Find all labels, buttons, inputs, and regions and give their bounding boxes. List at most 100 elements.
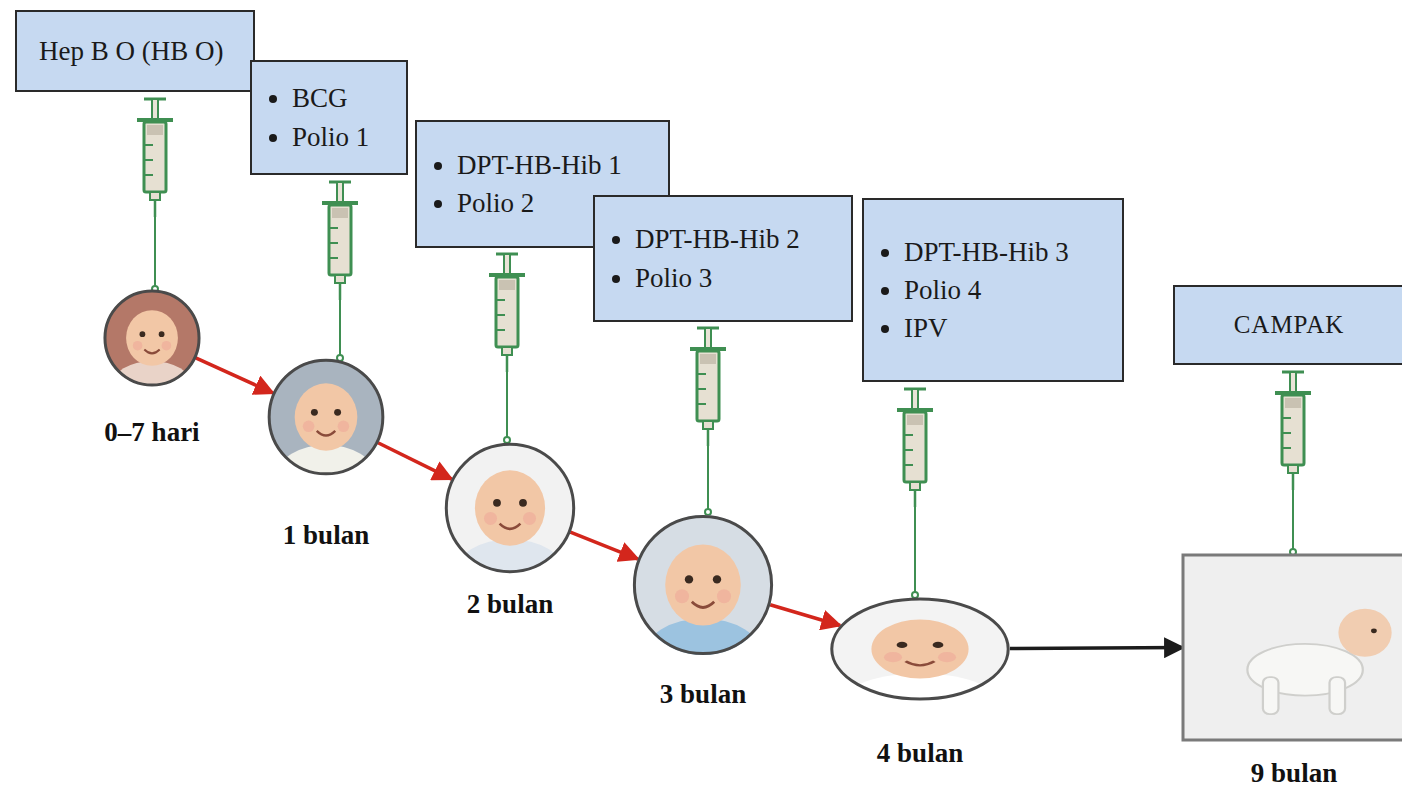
age-photo: 2 bulan: [445, 443, 575, 619]
syringe: [690, 328, 726, 515]
photo-frame: [832, 599, 1008, 699]
photo-outline: [268, 359, 384, 475]
age-label: 4 bulan: [877, 738, 963, 768]
photo-outline: [1183, 555, 1402, 740]
syringe-stem: [707, 446, 709, 509]
photo-outline: [830, 598, 1010, 700]
photo-outline: [633, 515, 773, 655]
baby-photo: [633, 515, 773, 691]
photo-frame: [446, 444, 573, 571]
syringe: [322, 182, 358, 361]
syringe: [137, 99, 173, 292]
age-photo: 9 bulan: [1183, 555, 1402, 788]
stem-dot: [912, 592, 918, 598]
stem-dot: [504, 437, 510, 443]
photo-shape: [445, 443, 575, 573]
vaccine-name: DPT-HB-Hib 2: [635, 220, 839, 258]
vaccine-name: BCG: [292, 79, 394, 117]
photo-outline: [445, 443, 575, 573]
vaccine-box: DPT-HB-Hib 2Polio 3: [593, 195, 853, 322]
photo-shape: [633, 515, 773, 655]
baby-face: [665, 544, 741, 625]
baby-arm: [1263, 677, 1279, 714]
age-label: 2 bulan: [467, 589, 553, 619]
syringe-icon: [1275, 372, 1311, 490]
syringe-icon: [322, 182, 358, 300]
baby-cheek: [338, 420, 350, 432]
baby-mouth: [144, 350, 159, 354]
syringe-stem: [1292, 490, 1294, 549]
baby-leg: [1330, 677, 1346, 714]
timeline-arrow: [1010, 646, 1183, 650]
syringe-icon: [489, 254, 525, 372]
baby-cheek: [938, 652, 956, 662]
baby-cheek: [162, 341, 172, 351]
syringe-stem: [914, 507, 916, 592]
baby-cheek: [884, 652, 902, 662]
photo-frame: [105, 291, 199, 385]
baby-photo: [830, 598, 1010, 727]
syringe-stem: [154, 217, 156, 286]
baby-photo: [104, 290, 200, 411]
photo-shape: [268, 359, 384, 475]
vaccine-name: DPT-HB-Hib 1: [457, 146, 656, 184]
baby-cheek: [717, 589, 731, 603]
baby-eye: [897, 642, 908, 648]
vaccine-name: IPV: [904, 309, 1110, 347]
syringe-stem: [506, 372, 508, 437]
timeline-arrow: [378, 443, 452, 479]
baby-mouth: [692, 602, 714, 608]
baby-eye: [493, 499, 501, 507]
vaccine-name: Polio 1: [292, 118, 394, 156]
syringe: [489, 254, 525, 443]
syringe: [897, 389, 933, 598]
baby-eye: [1371, 628, 1377, 633]
photo-frame: [269, 360, 383, 474]
photo-shape: [104, 290, 200, 386]
syringe-icon: [690, 328, 726, 446]
baby-face: [475, 470, 545, 545]
timeline-arrow: [196, 358, 273, 393]
photo-shape: [1183, 555, 1402, 740]
baby-mouth: [906, 661, 935, 665]
vaccine-name: Polio 3: [635, 259, 839, 297]
age-photo: 0–7 hari: [104, 290, 200, 447]
baby-face: [126, 310, 178, 366]
baby-eye: [713, 575, 721, 583]
photo-outline: [104, 290, 200, 386]
syringe: [1275, 372, 1311, 555]
vaccine-name: Polio 4: [904, 271, 1110, 309]
vaccine-name: Hep B O (HB O): [39, 32, 239, 70]
age-label: 9 bulan: [1251, 758, 1337, 788]
baby-photo: [268, 359, 384, 505]
vaccine-box: Hep B O (HB O): [15, 10, 255, 92]
baby-cheek: [675, 589, 689, 603]
timeline-arrow: [570, 532, 638, 559]
baby-face: [871, 619, 968, 678]
vaccine-list: DPT-HB-Hib 2Polio 3: [605, 220, 839, 297]
vaccine-box: DPT-HB-Hib 3Polio 4IPV: [862, 198, 1124, 382]
photo-shape: [830, 598, 1010, 700]
age-label: 1 bulan: [283, 520, 369, 550]
vaccine-box: BCGPolio 1: [250, 60, 408, 175]
baby-mouth: [500, 524, 521, 529]
baby-mouth: [317, 431, 336, 436]
age-photo: 1 bulan: [268, 359, 384, 550]
baby-face: [295, 383, 358, 450]
photo-frame: [634, 516, 771, 653]
age-label: 0–7 hari: [104, 417, 199, 447]
baby-cheek: [133, 341, 143, 351]
baby-eye: [519, 499, 527, 507]
timeline-arrow: [770, 605, 840, 626]
vaccine-box: CAMPAK: [1173, 285, 1402, 365]
vaccine-list: BCGPolio 1: [262, 79, 394, 156]
age-label: 3 bulan: [660, 679, 746, 709]
vaccine-list: DPT-HB-Hib 3Polio 4IPV: [874, 233, 1110, 348]
photo-frame: [1183, 555, 1402, 740]
baby-photo: [445, 443, 575, 607]
baby-eye: [334, 409, 341, 416]
baby-head: [1338, 608, 1391, 656]
baby-eye: [685, 575, 693, 583]
stem-dot: [705, 509, 711, 515]
